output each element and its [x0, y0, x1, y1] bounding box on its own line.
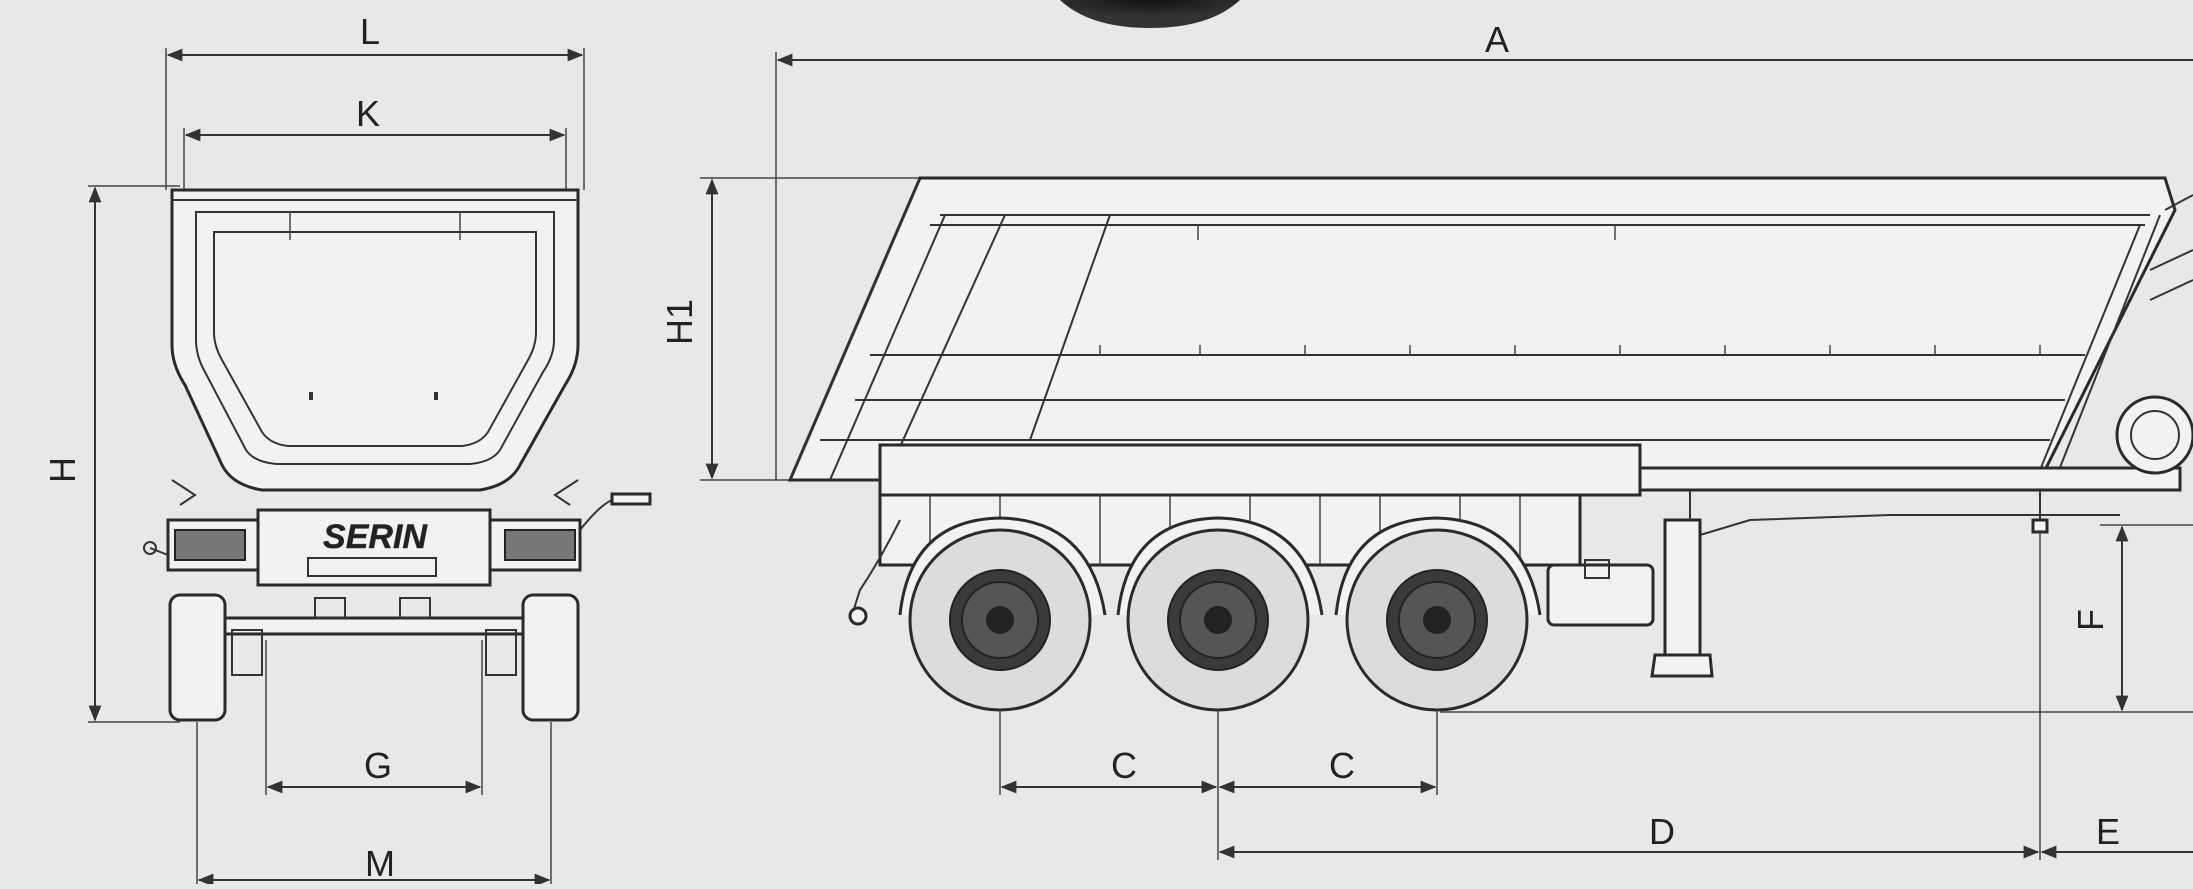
label-H1: H1: [659, 299, 700, 345]
label-K: K: [356, 93, 380, 134]
label-F: F: [2070, 609, 2111, 631]
label-M: M: [365, 843, 395, 884]
label-C2: C: [1329, 745, 1355, 786]
top-tire-fragment: [1060, 0, 1240, 28]
rear-view: SERIN L K H G M: [42, 11, 652, 887]
label-G: G: [364, 745, 392, 786]
label-E: E: [2096, 811, 2120, 852]
label-C1: C: [1111, 745, 1137, 786]
serin-logo: SERIN: [323, 518, 428, 556]
rear-left-tire: [168, 593, 227, 722]
rear-tipper-body: [170, 188, 580, 492]
side-tipper-body: [787, 176, 2177, 482]
label-D: D: [1649, 811, 1675, 852]
axle-3-wheel: [1334, 516, 1542, 712]
label-L: L: [360, 11, 380, 52]
axle-1-wheel: [898, 516, 1107, 712]
label-H: H: [42, 457, 83, 483]
label-A: A: [1485, 19, 1509, 60]
side-view: A H1 C C D E F: [659, 19, 2193, 860]
axle-2-wheel: [1116, 516, 1324, 712]
rear-right-tire: [521, 593, 580, 722]
